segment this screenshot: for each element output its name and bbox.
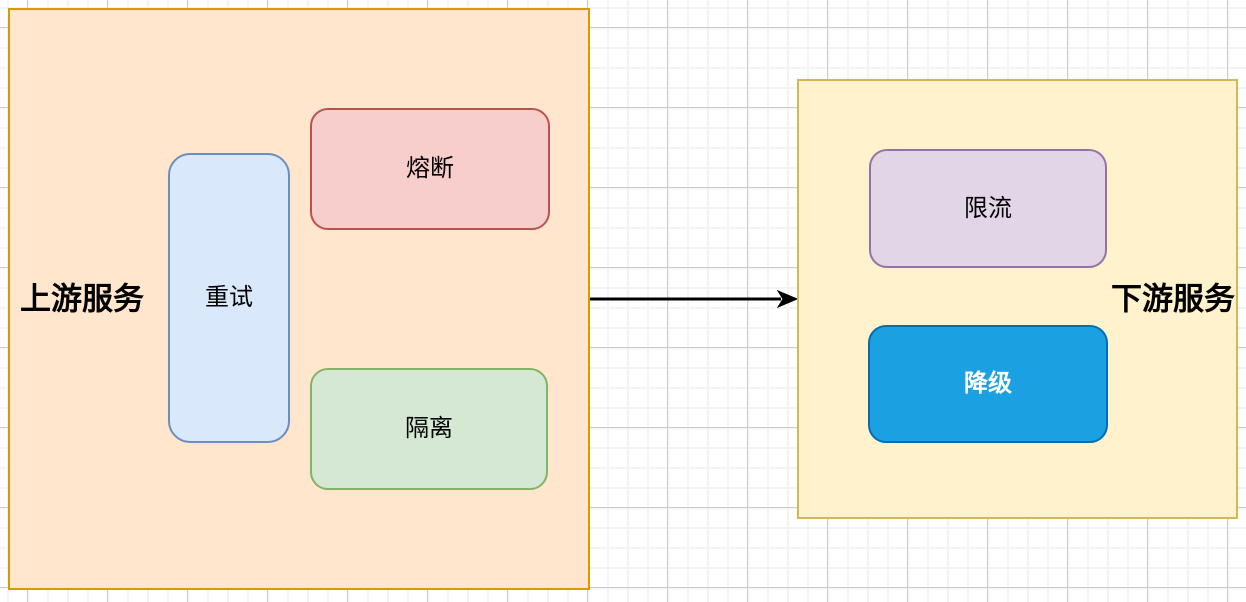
upstream-service-container[interactable]: 上游服务 重试 熔断 隔离 bbox=[8, 8, 590, 590]
rate-limit-node-label: 限流 bbox=[964, 194, 1012, 222]
retry-node-label: 重试 bbox=[205, 284, 253, 311]
circuit-breaker-node-label: 熔断 bbox=[406, 155, 454, 182]
rate-limit-node[interactable]: 限流 bbox=[869, 149, 1107, 268]
isolation-node[interactable]: 隔离 bbox=[310, 368, 548, 490]
isolation-node-label: 隔离 bbox=[405, 415, 453, 442]
upstream-service-label: 上游服务 bbox=[20, 281, 144, 317]
downstream-service-label: 下游服务 bbox=[1111, 281, 1235, 317]
circuit-breaker-node[interactable]: 熔断 bbox=[310, 108, 550, 230]
retry-node[interactable]: 重试 bbox=[168, 153, 290, 443]
connector-arrowhead-icon bbox=[776, 289, 799, 309]
degradation-node-label: 降级 bbox=[964, 370, 1012, 397]
downstream-service-container[interactable]: 下游服务 限流 降级 bbox=[797, 79, 1238, 519]
degradation-node[interactable]: 降级 bbox=[868, 325, 1108, 443]
